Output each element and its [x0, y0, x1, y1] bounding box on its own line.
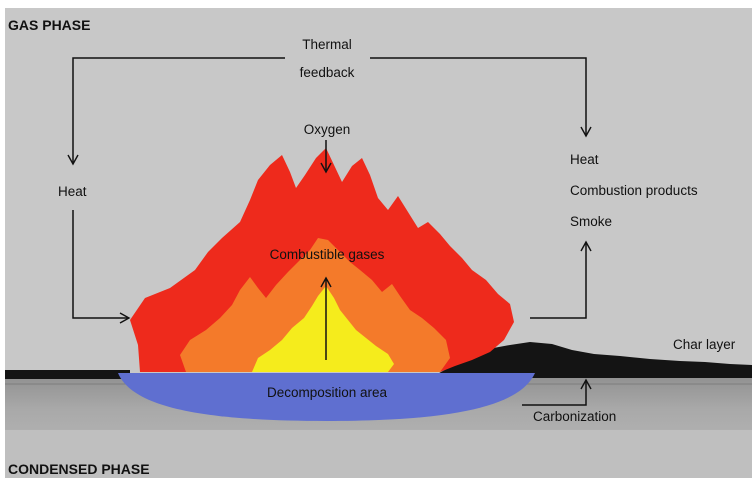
surface-line — [5, 370, 130, 379]
thermal-feedback-arrow-left — [67, 57, 285, 166]
thermal-feedback-label-1: Thermal — [302, 37, 352, 52]
char-layer — [430, 342, 752, 378]
flame-inner — [252, 286, 394, 372]
gas-phase-label: GAS PHASE — [8, 17, 91, 33]
heat-right-label: Heat — [570, 152, 599, 167]
decomposition-area-label: Decomposition area — [266, 385, 388, 400]
decomposition-area — [118, 373, 535, 421]
condensed-phase-band — [5, 430, 752, 478]
heat-left-label: Heat — [58, 184, 87, 199]
thermal-feedback-arrow-right — [370, 57, 592, 138]
condensed-phase-label: CONDENSED PHASE — [8, 461, 150, 477]
oxygen-label: Oxygen — [303, 122, 351, 137]
thermal-feedback-label-2: feedback — [299, 65, 355, 80]
heat-input-arrow — [72, 210, 131, 324]
smoke-label: Smoke — [570, 214, 613, 229]
carbonization-arrow — [522, 378, 592, 406]
carbonization-label: Carbonization — [533, 409, 617, 424]
products-output-arrow — [530, 240, 592, 319]
combustible-gases-label: Combustible gases — [269, 247, 385, 262]
combustion-products-label: Combustion products — [570, 183, 698, 198]
char-layer-label: Char layer — [673, 337, 736, 352]
